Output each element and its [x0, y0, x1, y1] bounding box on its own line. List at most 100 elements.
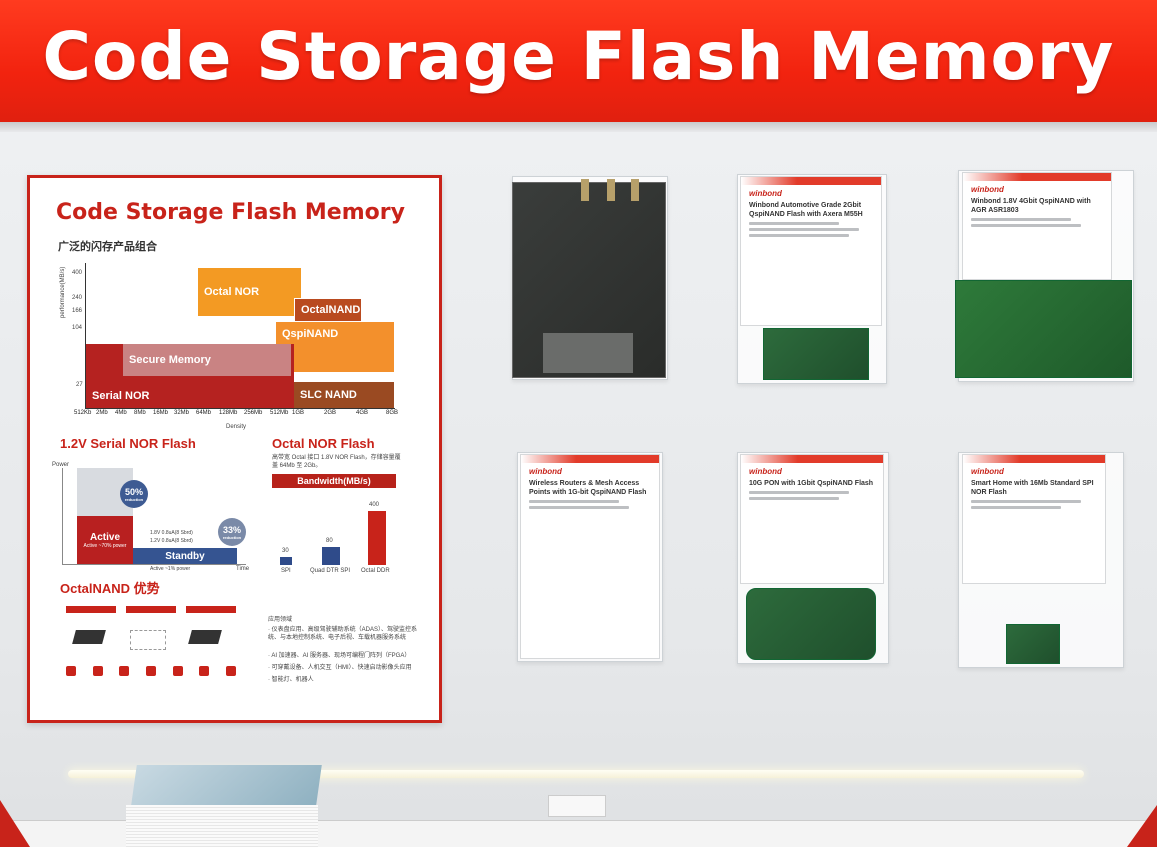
app-icon	[119, 666, 130, 676]
power-axis	[62, 468, 63, 564]
xtick: 64Mb	[196, 410, 212, 416]
ytick: 27	[76, 382, 83, 388]
text-line	[971, 224, 1081, 227]
app-icon	[92, 666, 103, 676]
qspinand-box: QspiNAND	[276, 322, 394, 372]
brochure-cover	[131, 765, 322, 805]
text-line	[749, 497, 839, 500]
product-title: Wireless Routers & Mesh Access Points wi…	[529, 480, 647, 496]
led-light-strip	[68, 770, 1084, 778]
text-line	[529, 500, 619, 503]
standby-note: Active ~1% power	[150, 566, 191, 572]
bar-value: 400	[369, 502, 380, 508]
xtick: 2GB	[324, 410, 337, 416]
bar-value: 80	[326, 538, 333, 544]
card-header	[741, 177, 881, 185]
voltage-line-1: 1.8V 0.8uA(8 Sbrd)	[150, 530, 193, 536]
text-line	[749, 222, 839, 225]
xtick: 512Mb	[270, 410, 289, 416]
text-line	[749, 228, 859, 231]
text-line	[749, 234, 849, 237]
application-item: · 智能灯、机器人	[268, 677, 314, 683]
top-banner: Code Storage Flash Memory	[0, 0, 1157, 122]
chart-x-axis	[85, 408, 395, 409]
bar-quad-dtr	[322, 547, 340, 565]
ytick: 400	[72, 270, 83, 276]
secure-memory-box: Secure Memory	[123, 344, 291, 376]
xtick: 8GB	[386, 410, 399, 416]
applications-title: 应用领域	[268, 617, 293, 623]
bar-octal-ddr	[368, 511, 386, 565]
chart-y-axis	[85, 263, 86, 408]
xtick: 128Mb	[219, 410, 238, 416]
pct-33-note: reduction	[222, 534, 242, 540]
bar-label: SPI	[281, 568, 291, 574]
app-icon	[199, 666, 210, 676]
chart-xlabel: Density	[226, 424, 247, 430]
card-header	[521, 455, 659, 463]
winbond-logo: winbond	[749, 189, 782, 198]
xtick: 16Mb	[153, 410, 169, 416]
text-line	[971, 506, 1061, 509]
dev-board-6	[1006, 624, 1060, 664]
product-card-4: winbond Wireless Routers & Mesh Access P…	[520, 454, 660, 659]
winbond-logo: winbond	[529, 467, 562, 476]
xtick: 8Mb	[134, 410, 146, 416]
product-card-2: winbond Winbond Automotive Grade 2Gbit Q…	[740, 176, 882, 326]
chip-icon	[72, 630, 106, 644]
info-poster: Code Storage Flash Memory 广泛的闪存产品组合 perf…	[27, 175, 442, 723]
voltage-line-2: 1.2V 0.8uA(8 Sbrd)	[150, 538, 193, 544]
octalnand-tag	[126, 606, 176, 613]
power-socket	[548, 795, 606, 817]
xtick: 4Mb	[115, 410, 127, 416]
octal-nor-box: Octal NOR	[198, 268, 301, 316]
banner-title: Code Storage Flash Memory	[42, 17, 1115, 95]
application-item: · 可穿戴设备、人机交互（HMI）、快速启动影像头应用	[268, 665, 412, 671]
xtick: 2Mb	[96, 410, 108, 416]
xtick: 1GB	[292, 410, 305, 416]
winbond-logo: winbond	[971, 185, 1004, 194]
ytick: 166	[72, 308, 83, 314]
active-block: Active Active ~70% power	[77, 516, 133, 564]
reduction-badge-33: 33% reduction	[218, 518, 246, 546]
application-icons	[66, 666, 236, 680]
xtick: 256Mb	[244, 410, 263, 416]
bandwidth-header: Bandwidth(MB/s)	[272, 474, 396, 488]
time-axis	[62, 564, 246, 565]
octal-nor-title: Octal NOR Flash	[272, 436, 375, 451]
standby-label: Standby	[165, 550, 205, 562]
xtick: 4GB	[356, 410, 369, 416]
bar-spi	[280, 557, 292, 565]
poster-title: Code Storage Flash Memory	[56, 200, 405, 225]
octalnand-tag	[186, 606, 236, 613]
text-line	[529, 506, 629, 509]
brochure-stack	[126, 765, 322, 847]
card-header	[741, 455, 883, 463]
heatsink-icon	[543, 333, 633, 373]
pct-33: 33%	[222, 524, 241, 535]
bar-label: Octal DDR	[361, 568, 390, 574]
octalnand-box: OctalNAND	[294, 298, 362, 322]
dev-board-3	[955, 280, 1132, 378]
power-label: Power	[52, 462, 70, 468]
ytick: 240	[72, 295, 83, 301]
product-card-3: winbond Winbond 1.8V 4Gbit QspiNAND with…	[962, 172, 1112, 280]
card-header	[963, 173, 1111, 181]
winbond-logo: winbond	[971, 467, 1004, 476]
octal-nor-desc: 高带宽 Octal 接口 1.8V NOR Flash，存储容量覆盖 64Mb …	[272, 455, 401, 469]
product-card-6: winbond Smart Home with 16Mb Standard SP…	[962, 454, 1106, 584]
card-header	[963, 455, 1105, 463]
bar-label: Quad DTR SPI	[310, 568, 351, 574]
brochure-pages	[126, 805, 318, 847]
banner-shadow	[0, 122, 1157, 132]
chip-icon	[188, 630, 222, 644]
ytick: 104	[72, 325, 83, 331]
reduction-badge-50: 50% reduction	[120, 480, 148, 508]
octalnand-tag	[66, 606, 116, 613]
text-line	[971, 500, 1081, 503]
standby-block: Standby	[133, 548, 237, 564]
app-icon	[225, 666, 236, 676]
bar-value: 30	[282, 548, 289, 554]
product-title: 10G PON with 1Gbit QspiNAND Flash	[749, 480, 874, 487]
dev-board-1	[512, 179, 666, 378]
